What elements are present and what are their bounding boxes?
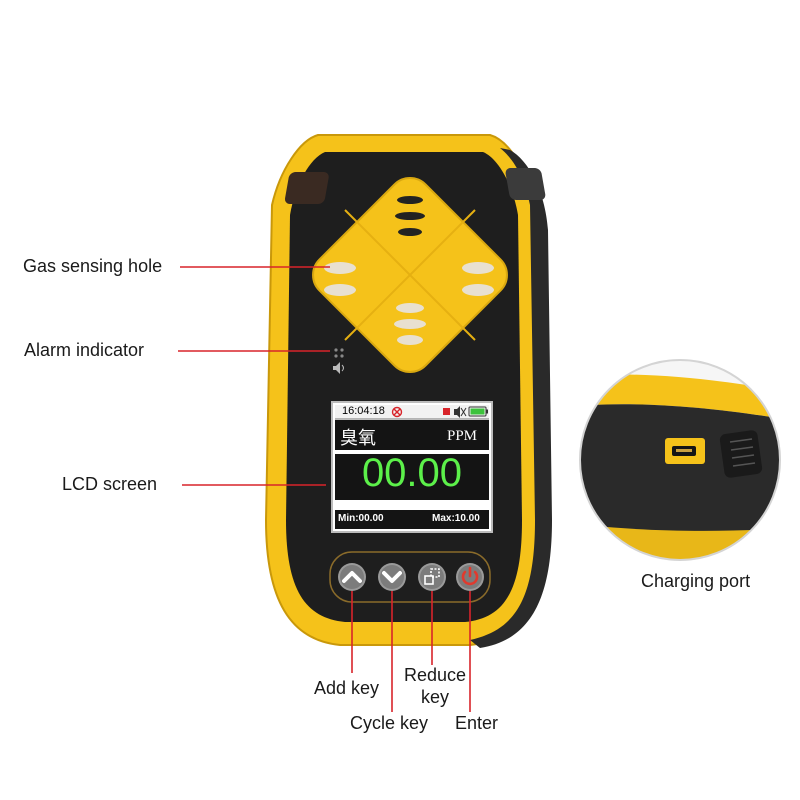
top-left-window bbox=[284, 172, 329, 204]
lcd-reading: 00.00 bbox=[361, 451, 463, 495]
enter-key[interactable] bbox=[456, 563, 484, 591]
chevron-down-icon bbox=[382, 571, 402, 583]
add-key[interactable] bbox=[338, 563, 366, 591]
key-panel bbox=[329, 551, 491, 603]
speaker-slot bbox=[395, 212, 425, 220]
label-charging-port: Charging port bbox=[641, 571, 751, 591]
alarm-off-icon bbox=[391, 406, 403, 418]
device-side-grip bbox=[470, 148, 552, 648]
gas-sensing-hole bbox=[324, 262, 356, 274]
speaker-slot bbox=[398, 228, 422, 236]
gas-sensing-hole bbox=[462, 262, 494, 274]
rubber-plug bbox=[719, 430, 763, 478]
power-icon bbox=[461, 570, 479, 586]
speaker-icon bbox=[333, 362, 340, 374]
lcd-gas-name: 臭氧 bbox=[340, 428, 376, 449]
label-add-key: Add key bbox=[314, 678, 380, 698]
label-enter: Enter bbox=[455, 713, 499, 733]
label-gas-sensing-hole: Gas sensing hole bbox=[23, 256, 163, 276]
label-alarm-indicator: Alarm indicator bbox=[24, 340, 145, 360]
chevron-up-icon bbox=[342, 571, 362, 583]
gas-sensing-hole bbox=[324, 284, 356, 296]
gas-sensing-panel bbox=[312, 177, 508, 373]
lcd-screen bbox=[331, 401, 493, 533]
alarm-indicator bbox=[333, 348, 344, 374]
leader-lines bbox=[178, 266, 471, 712]
cycle-key[interactable] bbox=[378, 563, 406, 591]
gas-sensing-hole bbox=[462, 284, 494, 296]
lcd-time: 16:04:18 bbox=[342, 405, 385, 417]
gas-sensing-hole bbox=[394, 319, 426, 329]
mute-icon bbox=[454, 406, 460, 418]
label-reduce-key: Reduce key bbox=[403, 665, 467, 707]
lcd-unit: PPM bbox=[447, 428, 478, 444]
record-icon bbox=[443, 408, 450, 415]
speaker-slot bbox=[397, 196, 423, 204]
charging-port-inset bbox=[579, 359, 781, 561]
lcd-max: Max:10.00 bbox=[432, 513, 480, 524]
gas-sensing-hole bbox=[397, 335, 423, 345]
cycle-squares-icon bbox=[424, 575, 434, 585]
label-cycle-key: Cycle key bbox=[350, 713, 429, 733]
label-lcd-screen: LCD screen bbox=[62, 474, 158, 494]
lcd-min: Min:00.00 bbox=[338, 513, 384, 524]
reduce-key[interactable] bbox=[418, 563, 446, 591]
gas-sensing-hole bbox=[396, 303, 424, 313]
top-right-window bbox=[505, 168, 546, 200]
